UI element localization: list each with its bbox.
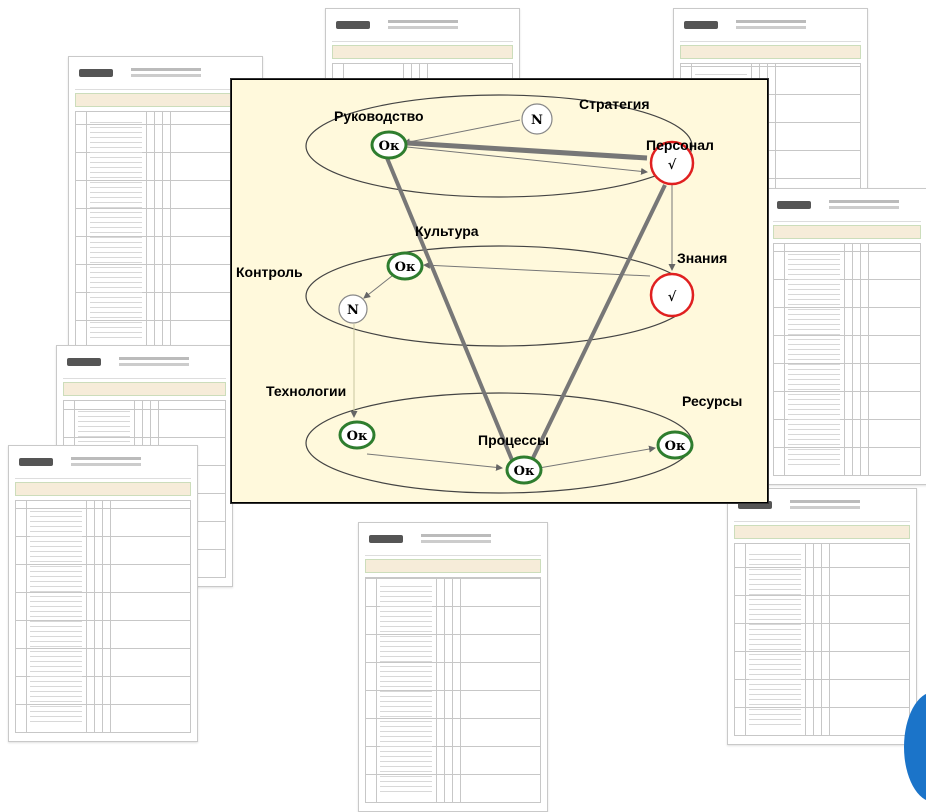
thick-link-personal-protsessy bbox=[530, 184, 667, 461]
arrow-kultura-to-kontrol bbox=[363, 275, 393, 299]
label-tekhnologii: Технологии bbox=[266, 383, 346, 399]
label-kontrol: Контроль bbox=[236, 264, 303, 280]
arrow-znaniya-to-kultura bbox=[423, 261, 651, 277]
arrow-protsessy-to-resursy bbox=[538, 445, 656, 469]
decorative-blue-shape bbox=[904, 692, 926, 802]
node-rukovodstvo-text: Ок bbox=[379, 139, 400, 154]
node-protsessy: Ок bbox=[505, 455, 543, 485]
node-kultura-text: Ок bbox=[395, 260, 416, 275]
node-tekhnologii-text: Ок bbox=[347, 429, 368, 444]
background-document-7 bbox=[358, 522, 548, 812]
arrow-strategiya-to-rukovodstvo bbox=[403, 119, 521, 146]
group-ellipse-middle bbox=[305, 245, 693, 347]
background-document-1 bbox=[68, 56, 263, 358]
thick-link-rukovodstvo-protsessy bbox=[385, 157, 514, 461]
diagram-canvas: Ок N √ Ок N √ Ок Ок Ок Руководство Страт… bbox=[236, 94, 742, 494]
label-kultura: Культура bbox=[415, 223, 479, 239]
label-protsessy: Процессы bbox=[478, 432, 549, 448]
node-personal: √ bbox=[649, 140, 695, 186]
node-strategiya: N bbox=[521, 103, 553, 135]
node-rukovodstvo: Ок bbox=[370, 130, 408, 160]
node-kontrol: N bbox=[338, 294, 368, 324]
node-protsessy-text: Ок bbox=[514, 464, 535, 479]
background-document-6 bbox=[8, 445, 198, 742]
node-znaniya-text: √ bbox=[668, 290, 677, 305]
arrow-rukovodstvo-to-personal bbox=[406, 146, 648, 175]
node-tekhnologii: Ок bbox=[338, 420, 376, 450]
background-document-4 bbox=[766, 188, 926, 485]
diagram-panel: Ок N √ Ок N √ Ок Ок Ок Руководство Страт… bbox=[231, 79, 768, 503]
node-kontrol-text: N bbox=[347, 303, 359, 318]
label-personal: Персонал bbox=[646, 137, 714, 153]
background-document-2 bbox=[325, 8, 520, 90]
label-rukovodstvo: Руководство bbox=[334, 108, 424, 124]
node-resursy: Ок bbox=[656, 430, 694, 460]
label-strategiya: Стратегия bbox=[579, 96, 650, 112]
node-resursy-text: Ок bbox=[665, 439, 686, 454]
thick-link-rukovodstvo-personal bbox=[406, 140, 648, 161]
node-kultura: Ок bbox=[386, 251, 424, 281]
node-strategiya-text: N bbox=[531, 113, 543, 128]
label-resursy: Ресурсы bbox=[682, 393, 742, 409]
node-personal-text: √ bbox=[668, 158, 677, 173]
background-document-8 bbox=[727, 488, 917, 745]
label-znaniya: Знания bbox=[677, 250, 727, 266]
arrow-tekhnologii-to-protsessy bbox=[366, 453, 503, 471]
group-ellipse-top bbox=[305, 94, 693, 198]
node-znaniya: √ bbox=[649, 272, 695, 318]
